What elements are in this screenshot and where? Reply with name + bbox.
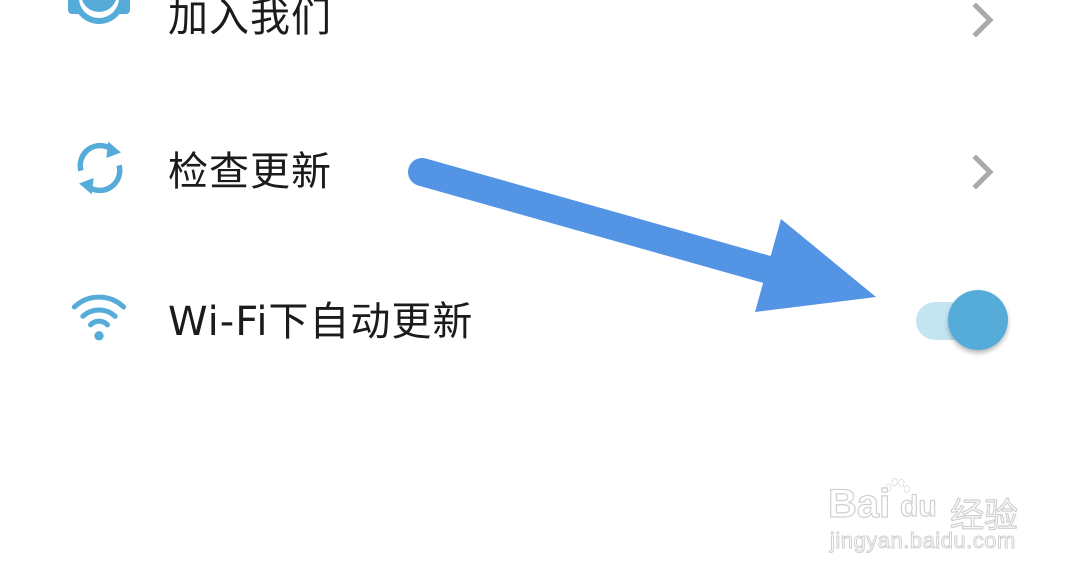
baidu-paw-icon [885, 478, 910, 493]
wifi-auto-update-toggle[interactable] [912, 290, 1012, 354]
settings-item-label: Wi-Fi下自动更新 [168, 299, 474, 345]
watermark-url: jingyan.baidu.com [830, 528, 1016, 554]
watermark-cn: 经验 [949, 495, 1018, 536]
join-us-icon [68, 0, 130, 24]
watermark-brand: Bai [827, 481, 891, 526]
chevron-right-icon[interactable] [966, 0, 1000, 40]
toggle-thumb [948, 290, 1008, 350]
settings-item-check-update[interactable]: 检查更新 [0, 122, 1080, 222]
chevron-right-icon[interactable] [966, 152, 1000, 192]
wifi-icon [71, 294, 127, 341]
watermark-paw-text: du [899, 489, 937, 523]
settings-item-wifi-auto-update: Wi-Fi下自动更新 [0, 272, 1080, 372]
refresh-icon [77, 141, 123, 195]
settings-item-label: 检查更新 [168, 149, 332, 195]
settings-item-join-us[interactable]: 加入我们 [0, 0, 1080, 74]
settings-item-label: 加入我们 [168, 0, 332, 41]
